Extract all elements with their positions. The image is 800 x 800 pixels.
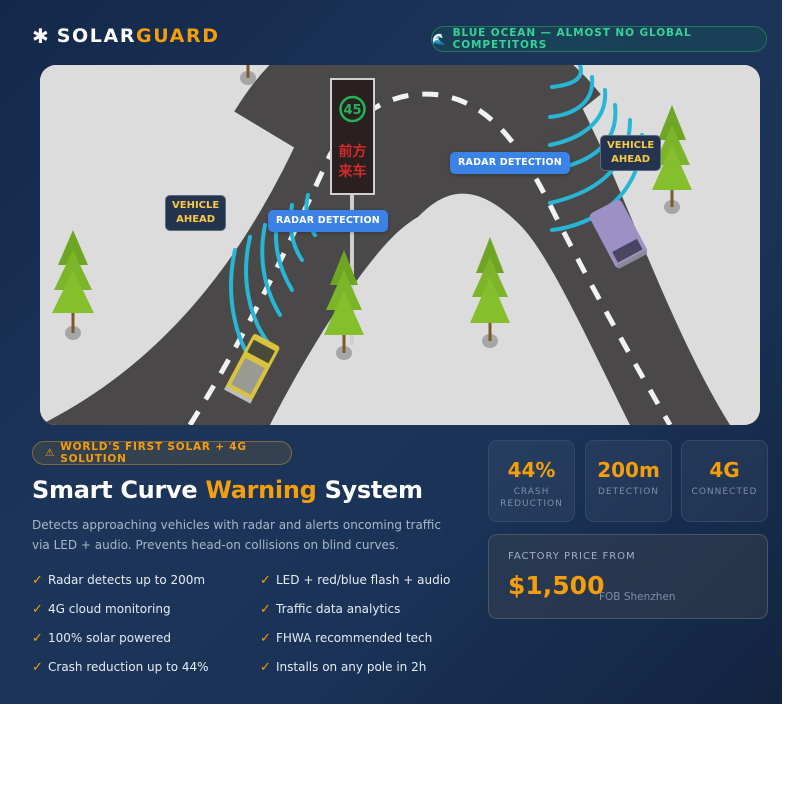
feature-list: ✓Radar detects up to 200m ✓LED + red/blu… — [32, 571, 462, 676]
check-icon: ✓ — [260, 659, 271, 675]
sign-pole — [350, 185, 354, 345]
pickup-truck-icon — [223, 334, 280, 404]
feature-item: ✓Traffic data analytics — [260, 601, 401, 617]
tree-icon — [470, 237, 510, 348]
tree-icon — [52, 230, 94, 340]
price-box: FACTORY PRICE FROM $1,500 FOB Shenzhen — [488, 534, 768, 619]
stat-connected: 4G CONNECTED — [681, 440, 768, 522]
curve-warning-illustration: 45 前方 来车 — [40, 65, 760, 425]
check-icon: ✓ — [32, 659, 43, 675]
svg-text:来车: 来车 — [338, 163, 367, 180]
check-icon: ✓ — [32, 572, 43, 588]
tree-icon — [324, 250, 364, 360]
svg-text:前方: 前方 — [339, 143, 367, 160]
feature-item: ✓Crash reduction up to 44% — [32, 659, 209, 675]
price-label: FACTORY PRICE FROM — [508, 551, 636, 562]
stat-detection: 200m DETECTION — [585, 440, 672, 522]
brand-logo[interactable]: ✱ SOLARGUARD — [32, 25, 220, 47]
tree-icon — [652, 105, 692, 214]
blue-ocean-badge: 🌊 BLUE OCEAN — ALMOST NO GLOBAL COMPETIT… — [431, 26, 767, 52]
product-card: ✱ SOLARGUARD 🌊 BLUE OCEAN — ALMOST NO GL… — [0, 0, 782, 704]
snowflake-sun-icon: ✱ — [32, 24, 49, 48]
radar-waves-left — [229, 193, 317, 367]
feature-item: ✓100% solar powered — [32, 630, 171, 646]
van-icon — [589, 199, 648, 269]
wave-icon: 🌊 — [432, 32, 447, 46]
check-icon: ✓ — [32, 630, 43, 646]
feature-item: ✓4G cloud monitoring — [32, 601, 171, 617]
check-icon: ✓ — [32, 601, 43, 617]
tree-base-icon — [240, 65, 256, 85]
svg-text:45: 45 — [343, 103, 361, 118]
check-icon: ✓ — [260, 572, 271, 588]
radar-detection-label-left: RADAR DETECTION — [268, 210, 388, 232]
world-first-badge: ⚠ WORLD'S FIRST SOLAR + 4G SOLUTION — [32, 441, 292, 465]
warning-icon: ⚠ — [45, 447, 56, 459]
world-first-badge-text: WORLD'S FIRST SOLAR + 4G SOLUTION — [60, 441, 247, 465]
blue-ocean-badge-text: BLUE OCEAN — ALMOST NO GLOBAL COMPETITOR… — [452, 27, 692, 51]
product-description: Detects approaching vehicles with radar … — [32, 518, 441, 552]
check-icon: ✓ — [260, 630, 271, 646]
feature-item: ✓Installs on any pole in 2h — [260, 659, 427, 675]
price-note: FOB Shenzhen — [599, 591, 676, 603]
road-illustration: 45 前方 来车 — [40, 65, 760, 425]
page-title: Smart Curve Warning System — [32, 476, 423, 504]
price-value: $1,500 — [508, 571, 605, 600]
brand-name: SOLARGUARD — [56, 25, 220, 47]
check-icon: ✓ — [260, 601, 271, 617]
radar-detection-label-right: RADAR DETECTION — [450, 152, 570, 174]
feature-item: ✓LED + red/blue flash + audio — [260, 572, 451, 588]
feature-item: ✓Radar detects up to 200m — [32, 572, 206, 588]
stat-crash-reduction: 44% CRASH REDUCTION — [488, 440, 575, 522]
feature-item: ✓FHWA recommended tech — [260, 630, 433, 646]
